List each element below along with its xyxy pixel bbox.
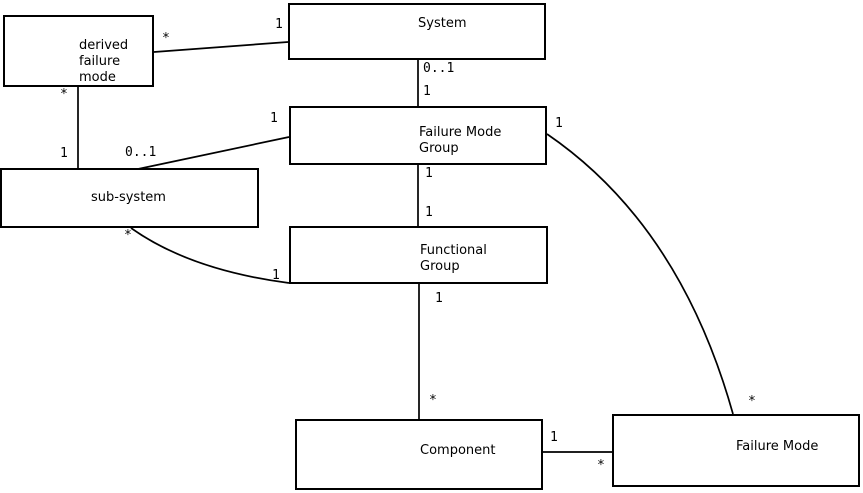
class-label-functional-group: Functional Group [420,243,487,274]
multiplicity-fmg-failuremode-near-fmg: 1 [555,116,563,131]
multiplicity-fmg-subsystem-near-subsystem: 0..1 [125,145,157,160]
class-label-failure-mode-group: Failure Mode Group [419,125,502,156]
class-label-failure-mode: Failure Mode [736,439,819,454]
multiplicity-dfm-subsystem-near-subsystem: 1 [60,146,68,161]
class-box-system: System [288,3,546,60]
class-label-system: System [418,16,467,31]
multiplicity-fg-component-near-fg: 1 [435,291,443,306]
class-label-component: Component [420,443,496,458]
class-label-sub-system: sub-system [91,190,166,205]
connector-derived-failure-mode-system [153,41,289,53]
class-box-failure-mode: Failure Mode [612,414,860,487]
multiplicity-system-fmg-near-fmg: 1 [423,84,431,99]
multiplicity-subsystem-fg-near-subsystem: * [124,228,132,243]
connector-sub-system-functional-group [130,227,290,284]
multiplicity-fmg-fg-near-fmg: 1 [425,166,433,181]
multiplicity-component-failuremode-near-failuremode: * [597,458,605,473]
multiplicity-system-fmg-near-system: 0..1 [423,61,455,76]
class-box-failure-mode-group: Failure Mode Group [289,106,547,165]
multiplicity-component-failuremode-near-component: 1 [550,430,558,445]
multiplicity-fmg-subsystem-near-fmg: 1 [270,111,278,126]
class-label-derived-failure-mode: derived failure mode [79,38,129,85]
class-box-sub-system: sub-system [0,168,259,228]
connector-failure-mode-group-sub-system [137,136,290,170]
multiplicity-subsystem-fg-near-fg: 1 [272,268,280,283]
multiplicity-fmg-failuremode-near-failuremode: * [748,394,756,409]
multiplicity-fmg-fg-near-fg: 1 [425,205,433,220]
multiplicity-dfm-system-near-system: 1 [275,17,283,32]
multiplicity-dfm-system-near-dfm: * [162,31,170,46]
connector-failure-mode-group-failure-mode [546,133,734,415]
multiplicity-fg-component-near-component: * [429,393,437,408]
class-box-component: Component [295,419,543,490]
multiplicity-dfm-subsystem-near-dfm: * [60,87,68,102]
class-box-derived-failure-mode: derived failure mode [3,15,154,87]
class-box-functional-group: Functional Group [289,226,548,284]
